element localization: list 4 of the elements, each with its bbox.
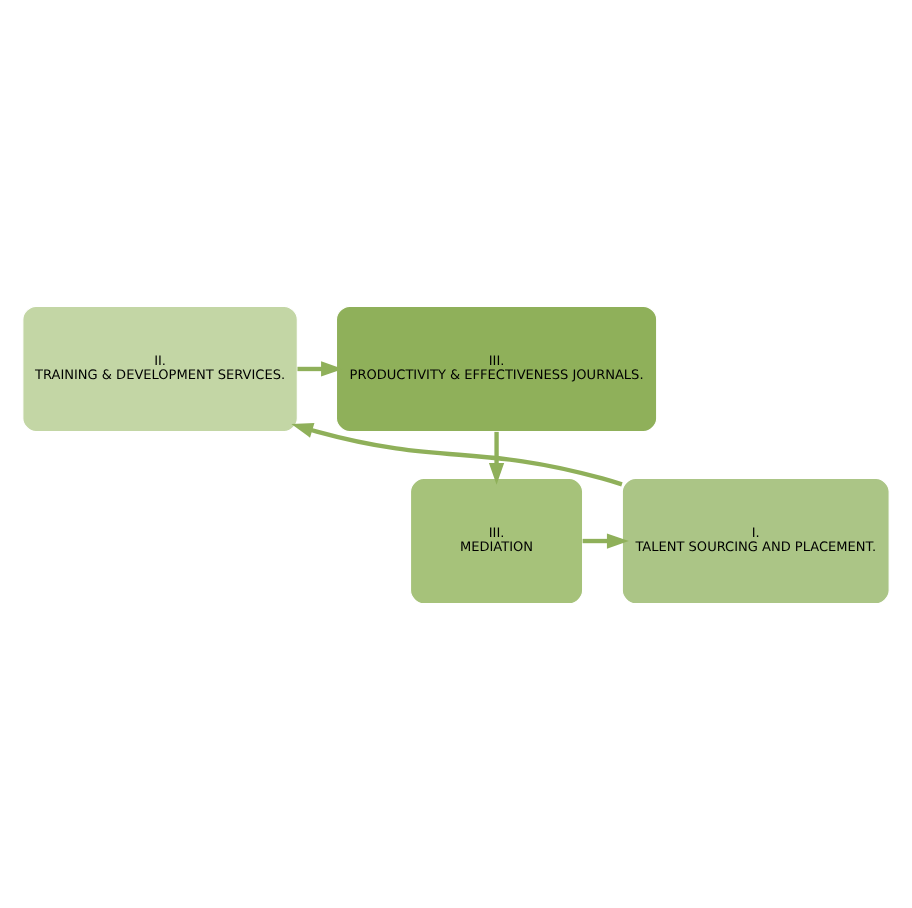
arrow (582, 532, 629, 548)
arrow (297, 360, 343, 376)
arrow (291, 422, 623, 486)
arrow (488, 430, 505, 484)
